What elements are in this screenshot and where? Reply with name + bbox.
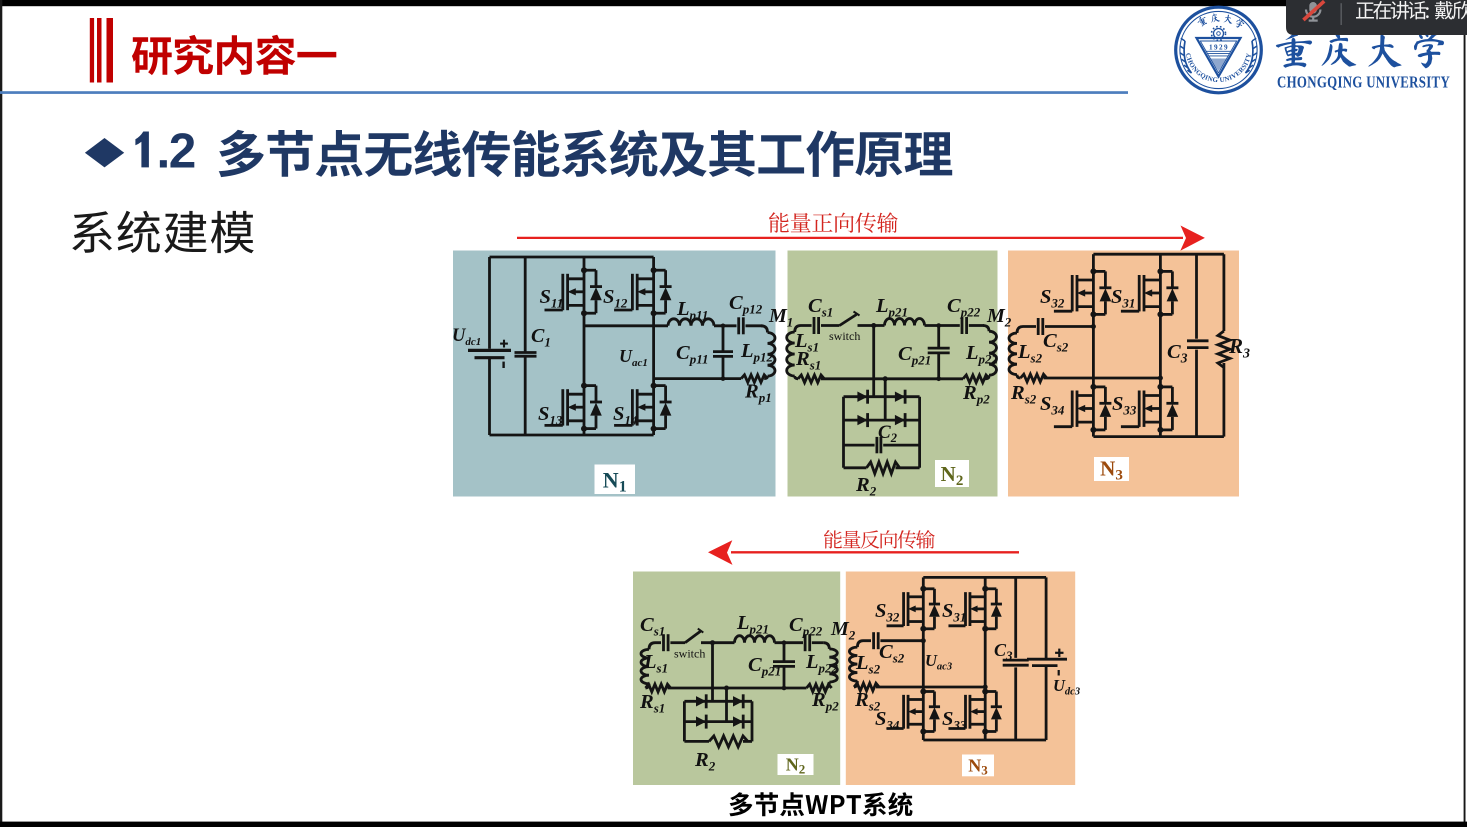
svg-text:Lp11: Lp11 — [676, 298, 708, 323]
svg-text:switch: switch — [674, 647, 705, 661]
svg-text:Cp22: Cp22 — [789, 614, 823, 639]
svg-text:M1: M1 — [768, 305, 793, 329]
svg-text:.2: .2 — [157, 123, 195, 178]
svg-text:Ls2: Ls2 — [855, 652, 881, 677]
svg-text:1929: 1929 — [1209, 44, 1229, 52]
svg-text:switch: switch — [829, 329, 860, 343]
svg-text:CHONGQING UNIVERSITY: CHONGQING UNIVERSITY — [1277, 74, 1450, 92]
